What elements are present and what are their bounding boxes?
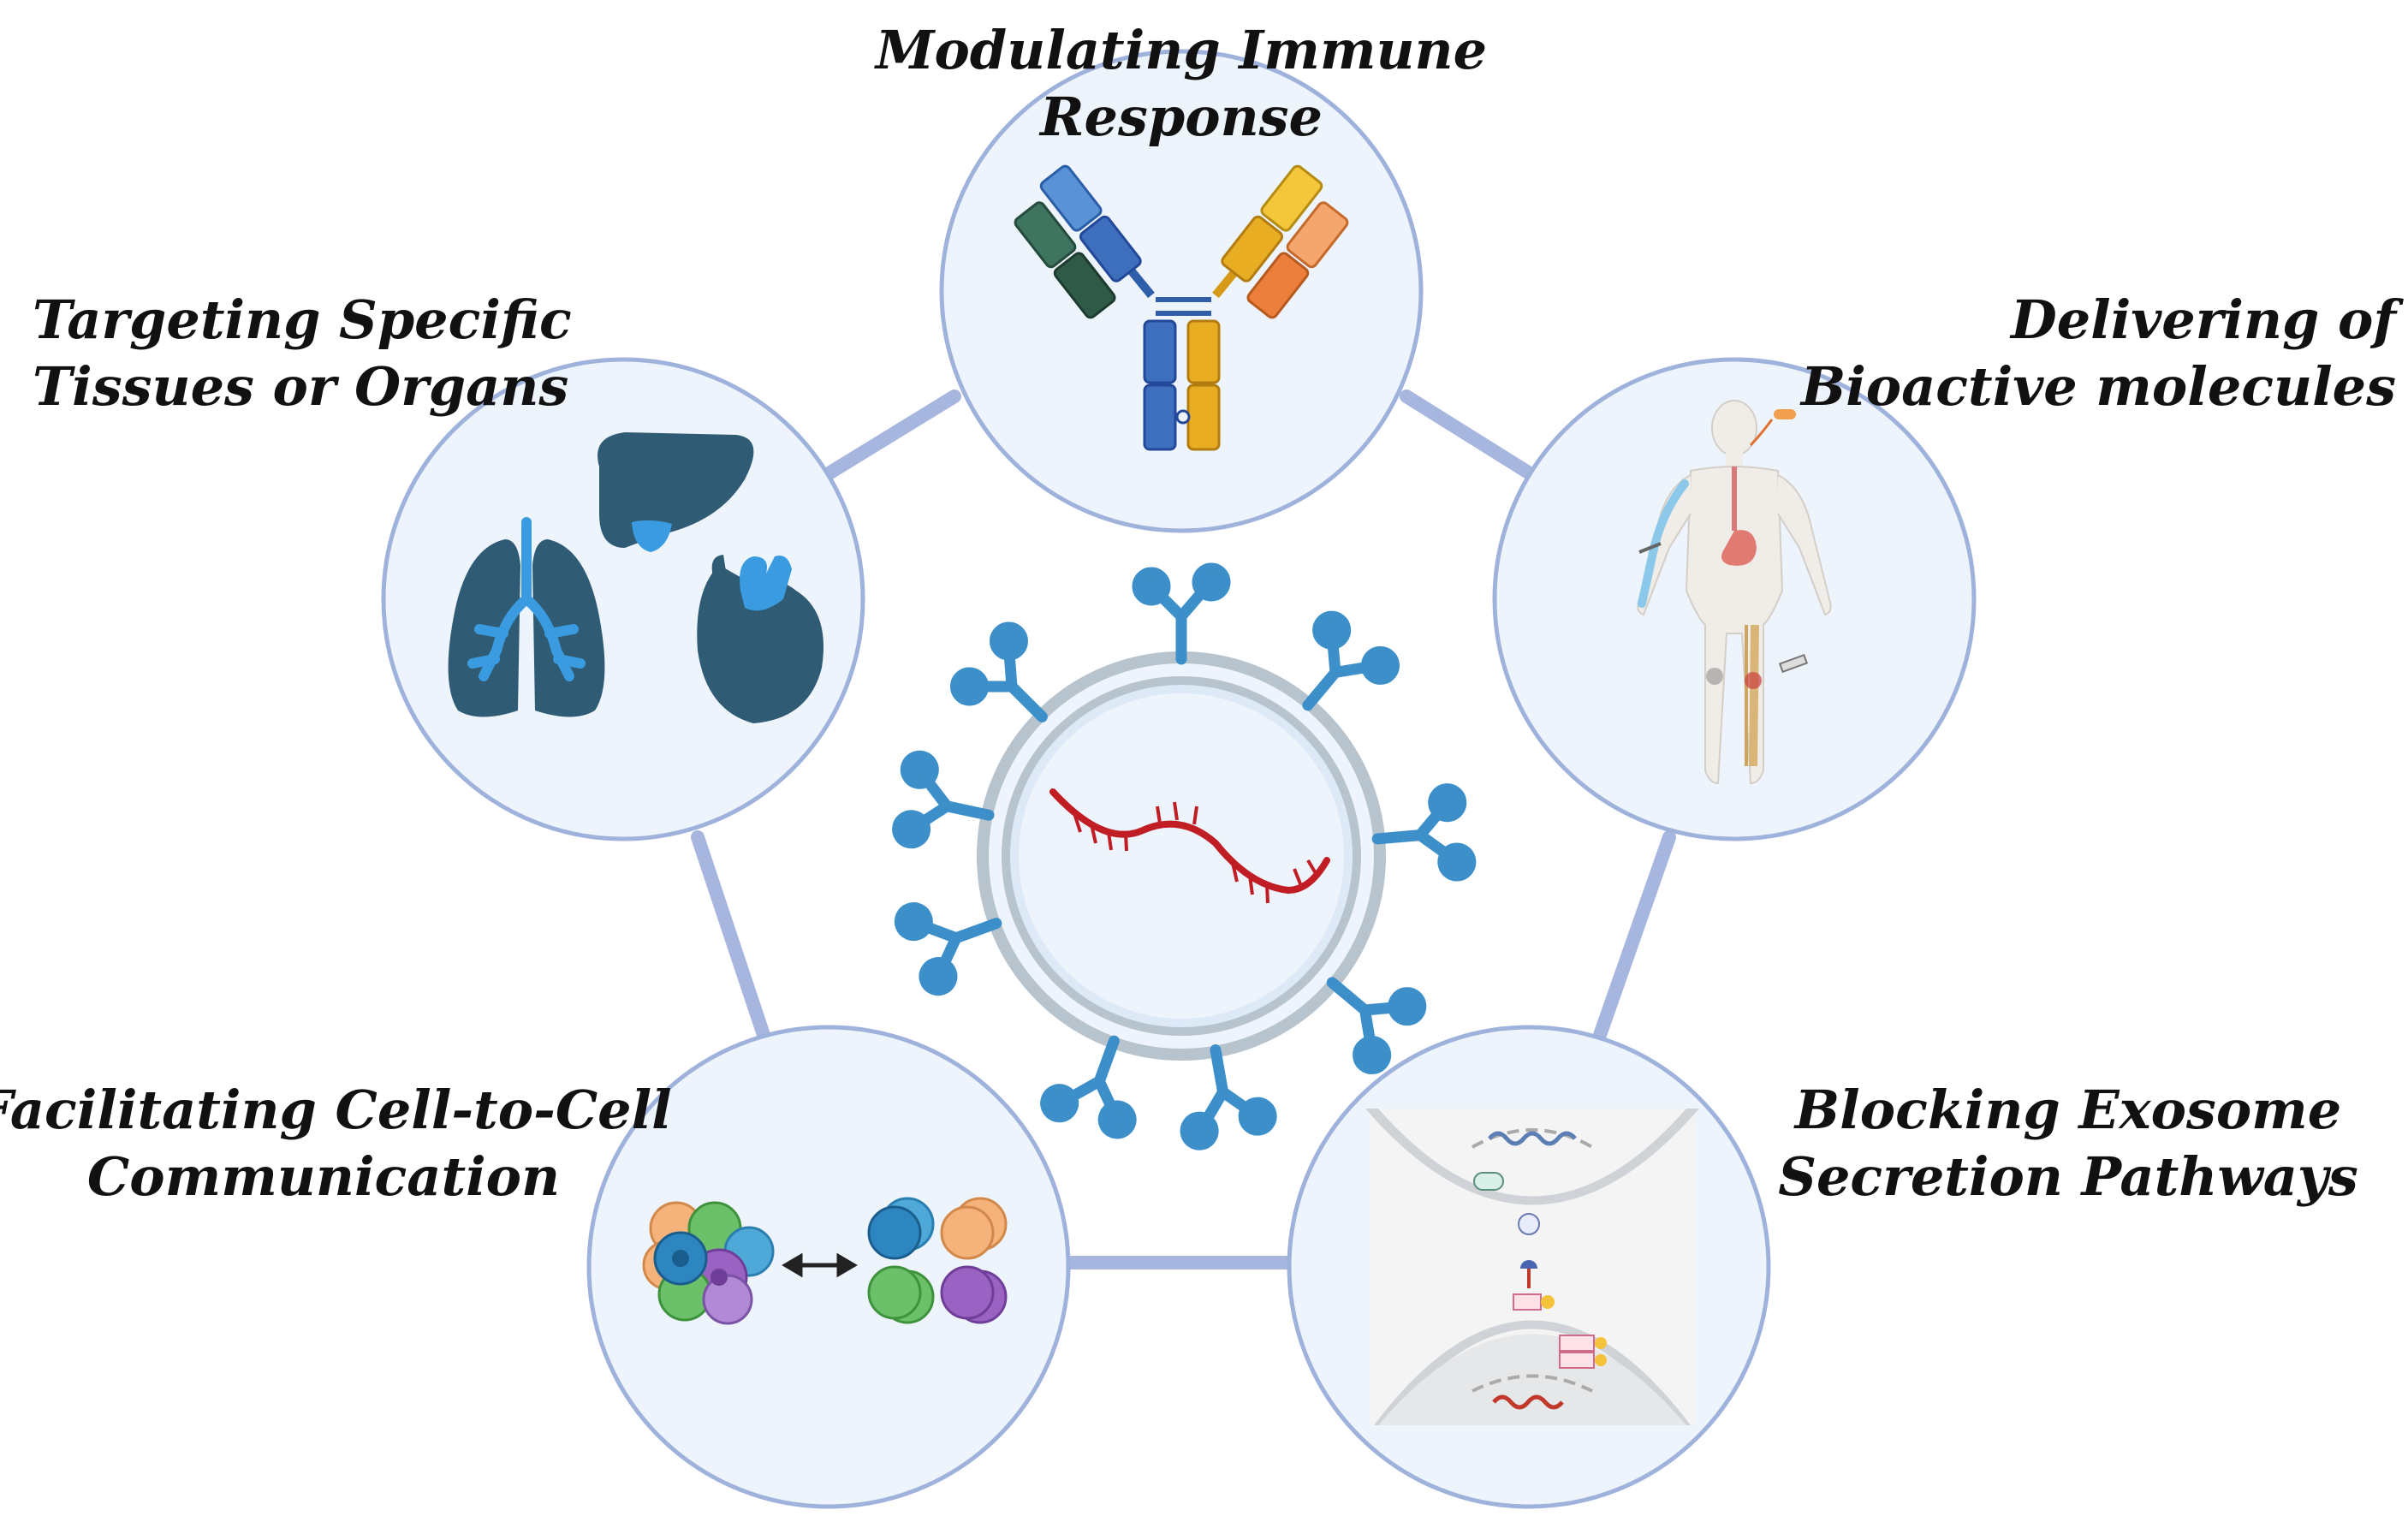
label-line: Targeting Specific (33, 288, 572, 351)
rna-strand-icon (1049, 788, 1330, 904)
surface-receptors (892, 562, 1477, 1150)
label-blocking-exosome-secretion: Blocking Exosome Secretion Pathways (1778, 1077, 2358, 1210)
label-line: Tissues or Organs (33, 355, 569, 418)
label-line: Delivering of (2010, 288, 2396, 351)
lungs-icon (448, 517, 605, 717)
label-line: Response (1039, 86, 1323, 148)
connector-top-left (819, 389, 961, 482)
exosome-icon (892, 562, 1477, 1150)
label-line: Bioactive molecules (1800, 355, 2396, 418)
connector-right (1592, 830, 1676, 1044)
label-modulating-immune-response: Modulating Immune Response (876, 17, 1487, 151)
cell-cluster-icon (642, 1201, 775, 1325)
delivering-circle (1492, 357, 1977, 841)
heart-icon (697, 555, 823, 723)
label-line: Blocking Exosome (1794, 1079, 2342, 1141)
label-delivering-bioactive-molecules: Delivering of Bioactive molecules (1801, 287, 2396, 420)
separated-cells-icon (867, 1197, 1008, 1324)
targeting-circle (381, 357, 865, 841)
cell-membrane-icon (1365, 1109, 1699, 1425)
blocking-circle (1287, 1025, 1771, 1509)
label-line: Modulating Immune (875, 19, 1488, 81)
facilitating-circle (586, 1025, 1071, 1509)
human-body-icon (1637, 400, 1832, 785)
label-line: Facilitating Cell-to-Cell (0, 1079, 672, 1141)
connector-top-right (1400, 389, 1539, 482)
liver-icon (598, 432, 754, 552)
antibody-icon (1014, 164, 1349, 451)
immune-circle (939, 49, 1424, 533)
label-targeting-specific-tissues: Targeting Specific Tissues or Organs (33, 287, 572, 420)
label-facilitating-cell-communication: Facilitating Cell-to-Cell Communication (0, 1077, 672, 1210)
connector-left (691, 830, 771, 1044)
label-line: Communication (86, 1145, 561, 1208)
label-line: Secretion Pathways (1778, 1145, 2358, 1208)
pentagon-connectors (691, 389, 1676, 1269)
double-arrow-icon (782, 1252, 858, 1278)
